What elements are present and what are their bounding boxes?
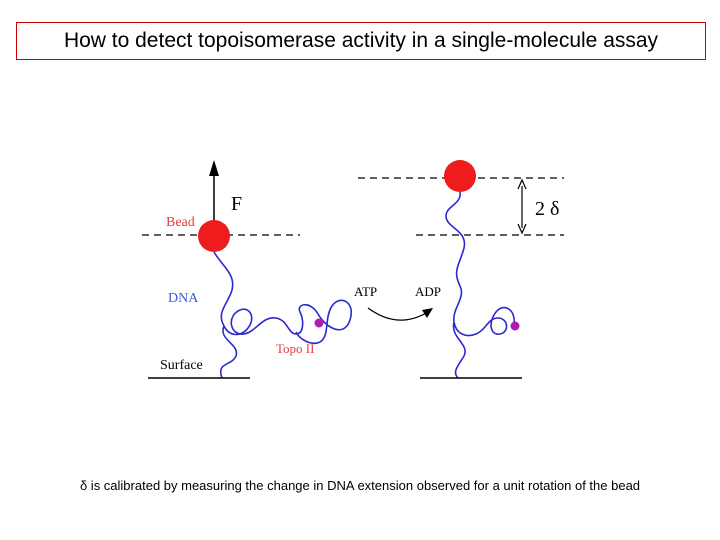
delta-arrow-head-bottom [517, 223, 527, 235]
surface-label: Surface [160, 358, 203, 373]
right-dna-strand [445, 191, 515, 379]
reaction-arrow-head [422, 308, 433, 318]
left-bead [198, 220, 230, 252]
caption: δ is calibrated by measuring the change … [0, 478, 720, 493]
topo-label: Topo II [276, 341, 314, 356]
left-dna-strand [213, 251, 353, 379]
adp-label: ADP [415, 284, 441, 299]
delta-label: 2 δ [535, 198, 559, 220]
dna-label: DNA [168, 291, 199, 306]
force-arrow-head [209, 160, 219, 176]
atp-label: ATP [354, 284, 377, 299]
left-topo-dot [314, 318, 324, 328]
force-label: F [231, 193, 242, 215]
title-box: How to detect topoisomerase activity in … [16, 22, 706, 60]
delta-arrow-head-top [517, 178, 527, 190]
bead-label: Bead [166, 215, 195, 230]
right-bead [444, 160, 476, 192]
caption-text: δ is calibrated by measuring the change … [79, 478, 641, 493]
page-title: How to detect topoisomerase activity in … [63, 29, 659, 52]
right-topo-dot [510, 321, 520, 331]
reaction-arrow [367, 307, 429, 321]
